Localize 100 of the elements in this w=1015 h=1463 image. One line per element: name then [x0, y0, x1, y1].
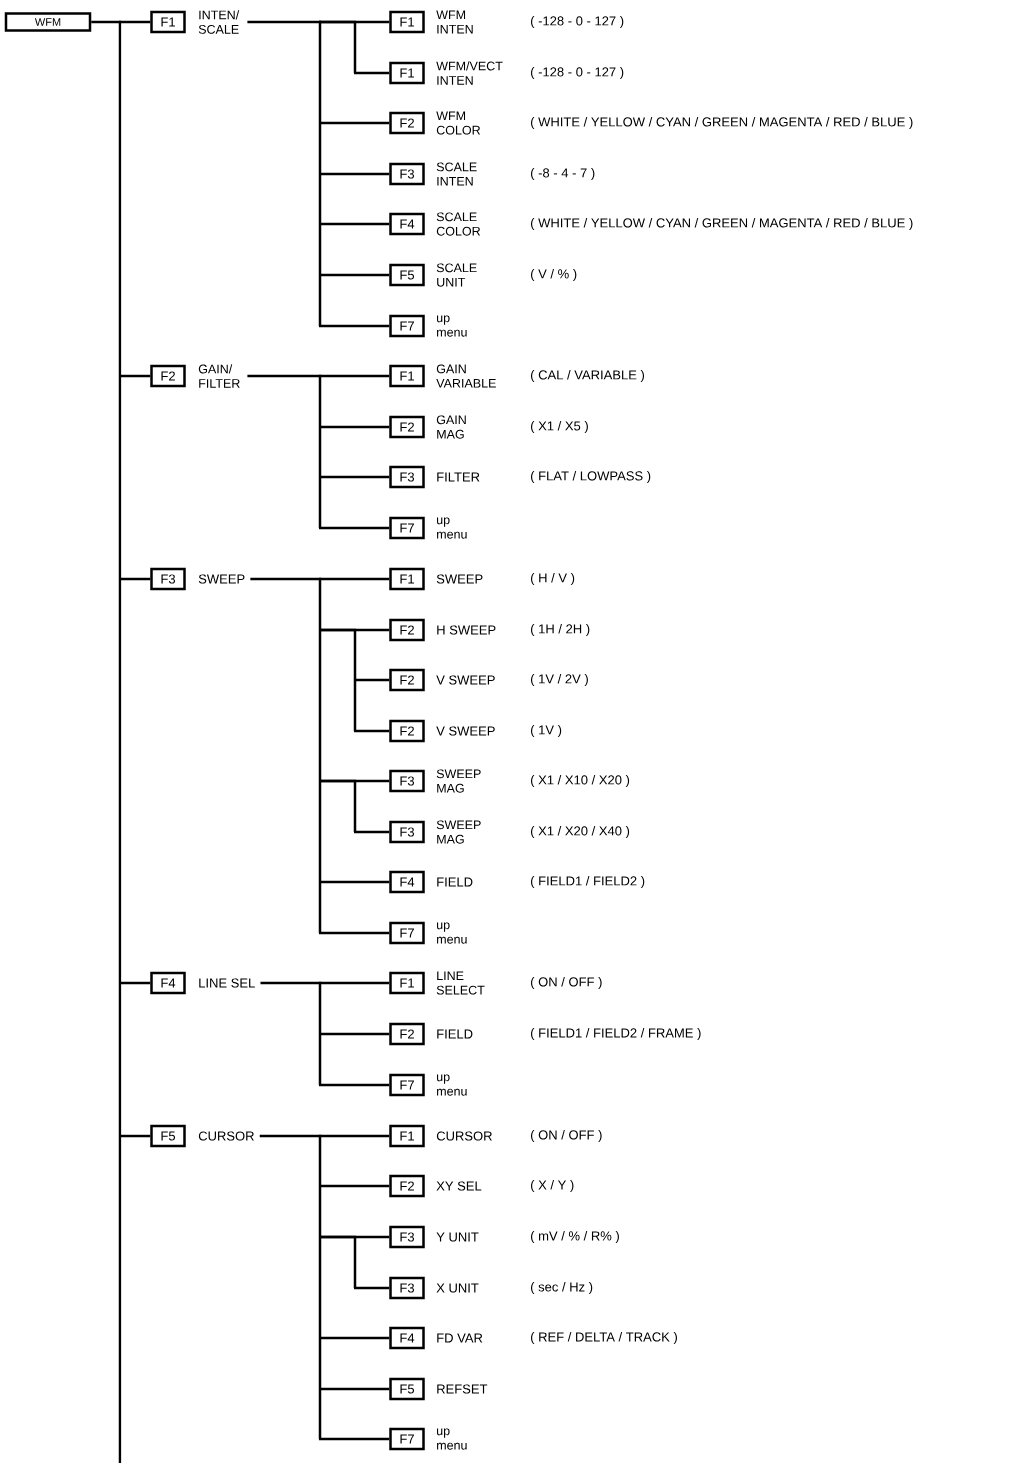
option-list: ( mV / % / R% ): [531, 1230, 619, 1244]
option-list: ( FLAT / LOWPASS ): [531, 470, 651, 484]
connector-line: [319, 1134, 390, 1138]
menu-label: SCALE COLOR: [436, 212, 481, 236]
connector-line: [247, 20, 322, 326]
menu-label: FIELD: [437, 1029, 473, 1039]
key-box: F2: [150, 364, 186, 388]
key-box: F3: [389, 769, 425, 793]
connector-line: [319, 931, 390, 935]
menu-label: LINE SEL: [199, 978, 255, 988]
connector-line: [319, 1083, 390, 1087]
connector-line: [319, 273, 390, 277]
option-list: ( ON / OFF ): [531, 1129, 602, 1143]
menu-label: SWEEP: [198, 574, 245, 584]
menu-label: H SWEEP: [437, 625, 496, 635]
key-box: F3: [389, 465, 425, 489]
connector-line: [319, 1184, 390, 1188]
key-box: F4: [389, 212, 425, 236]
connector-line: [319, 1437, 390, 1441]
menu-label: V SWEEP: [436, 675, 495, 685]
menu-label: CURSOR: [436, 1131, 492, 1141]
connector-line: [319, 1387, 390, 1391]
key-box: F1: [389, 567, 425, 591]
menu-label: up menu: [437, 1074, 467, 1096]
key-box: F3: [389, 1276, 425, 1300]
connector-line: [319, 20, 390, 24]
connector-line: [91, 20, 122, 1463]
key-box: F2: [389, 1174, 425, 1198]
menu-label: SCALE UNIT: [436, 263, 477, 287]
connector-line: [259, 1134, 322, 1439]
menu-label: X UNIT: [436, 1283, 479, 1293]
menu-label: SWEEP MAG: [436, 769, 481, 793]
key-box: F1: [389, 10, 425, 34]
key-box: F4: [150, 971, 186, 995]
menu-label: up menu: [437, 1428, 467, 1450]
menu-label: INTEN/ SCALE: [198, 10, 240, 34]
menu-label: SWEEP: [436, 574, 483, 584]
key-box: F5: [389, 263, 425, 287]
menu-label: SCALE INTEN: [436, 162, 477, 186]
menu-label: REFSET: [437, 1384, 488, 1394]
option-list: ( H / V ): [531, 572, 575, 586]
connector-line: [319, 222, 390, 226]
key-box: F2: [389, 111, 425, 135]
connector-line: [260, 981, 322, 1085]
connector-line: [319, 1235, 390, 1239]
connector-line: [319, 374, 390, 378]
menu-label: up menu: [437, 517, 467, 539]
menu-box: WFM: [4, 12, 92, 32]
menu-label: Y UNIT: [436, 1232, 479, 1242]
menu-label: FILTER: [437, 472, 480, 482]
connector-line: [250, 577, 322, 933]
connector-line: [354, 729, 390, 733]
menu-label: WFM/VECT INTEN: [436, 61, 503, 85]
option-list: ( FIELD1 / FIELD2 ): [531, 875, 645, 889]
option-list: ( V / % ): [531, 268, 577, 282]
key-box: F3: [389, 162, 425, 186]
connector-line: [319, 475, 390, 479]
option-list: ( CAL / VARIABLE ): [531, 369, 645, 383]
connector-line: [119, 374, 151, 378]
option-list: ( ON / OFF ): [531, 976, 602, 990]
option-list: ( X1 / X20 / X40 ): [531, 825, 630, 839]
key-box: F7: [389, 921, 425, 945]
connector-line: [319, 1336, 390, 1340]
key-box: F2: [389, 719, 425, 743]
key-box: F7: [389, 314, 425, 338]
menu-label: XY SEL: [436, 1181, 482, 1191]
menu-label: CURSOR: [198, 1131, 254, 1141]
connector-line: [119, 20, 151, 24]
key-box: F5: [389, 1377, 425, 1401]
connector-line: [119, 981, 151, 985]
option-list: ( WHITE / YELLOW / CYAN / GREEN / MAGENTA / RED / BLUE ): [531, 116, 913, 130]
key-box: F2: [389, 1022, 425, 1046]
connector-line: [119, 1134, 151, 1138]
connector-line: [354, 678, 390, 682]
option-list: ( 1V / 2V ): [531, 673, 588, 687]
connector-line: [319, 324, 390, 328]
option-list: ( FIELD1 / FIELD2 / FRAME ): [531, 1027, 701, 1041]
key-box: F4: [389, 1326, 425, 1350]
connector-line: [319, 1032, 390, 1036]
menu-label: LINE SELECT: [436, 971, 485, 995]
menu-label: GAIN VARIABLE: [436, 364, 496, 388]
key-box: F2: [389, 415, 425, 439]
menu-label: WFM INTEN: [436, 10, 473, 34]
menu-label: FD VAR: [437, 1333, 483, 1343]
connector-line: [354, 1286, 390, 1290]
connector-line: [319, 779, 390, 783]
key-box: F1: [389, 61, 425, 85]
connector-line: [319, 880, 390, 884]
option-list: ( X1 / X10 / X20 ): [531, 774, 630, 788]
key-box: F3: [389, 820, 425, 844]
connector-line: [354, 830, 390, 834]
menu-label: SWEEP MAG: [436, 820, 481, 844]
key-box: F2: [389, 668, 425, 692]
option-list: ( 1V ): [531, 724, 562, 738]
option-list: ( -128 - 0 - 127 ): [531, 66, 624, 80]
menu-label: WFM COLOR: [436, 111, 481, 135]
menu-label: V SWEEP: [436, 726, 495, 736]
key-box: F1: [150, 10, 186, 34]
key-box: F5: [150, 1124, 186, 1148]
option-list: ( REF / DELTA / TRACK ): [531, 1331, 677, 1345]
